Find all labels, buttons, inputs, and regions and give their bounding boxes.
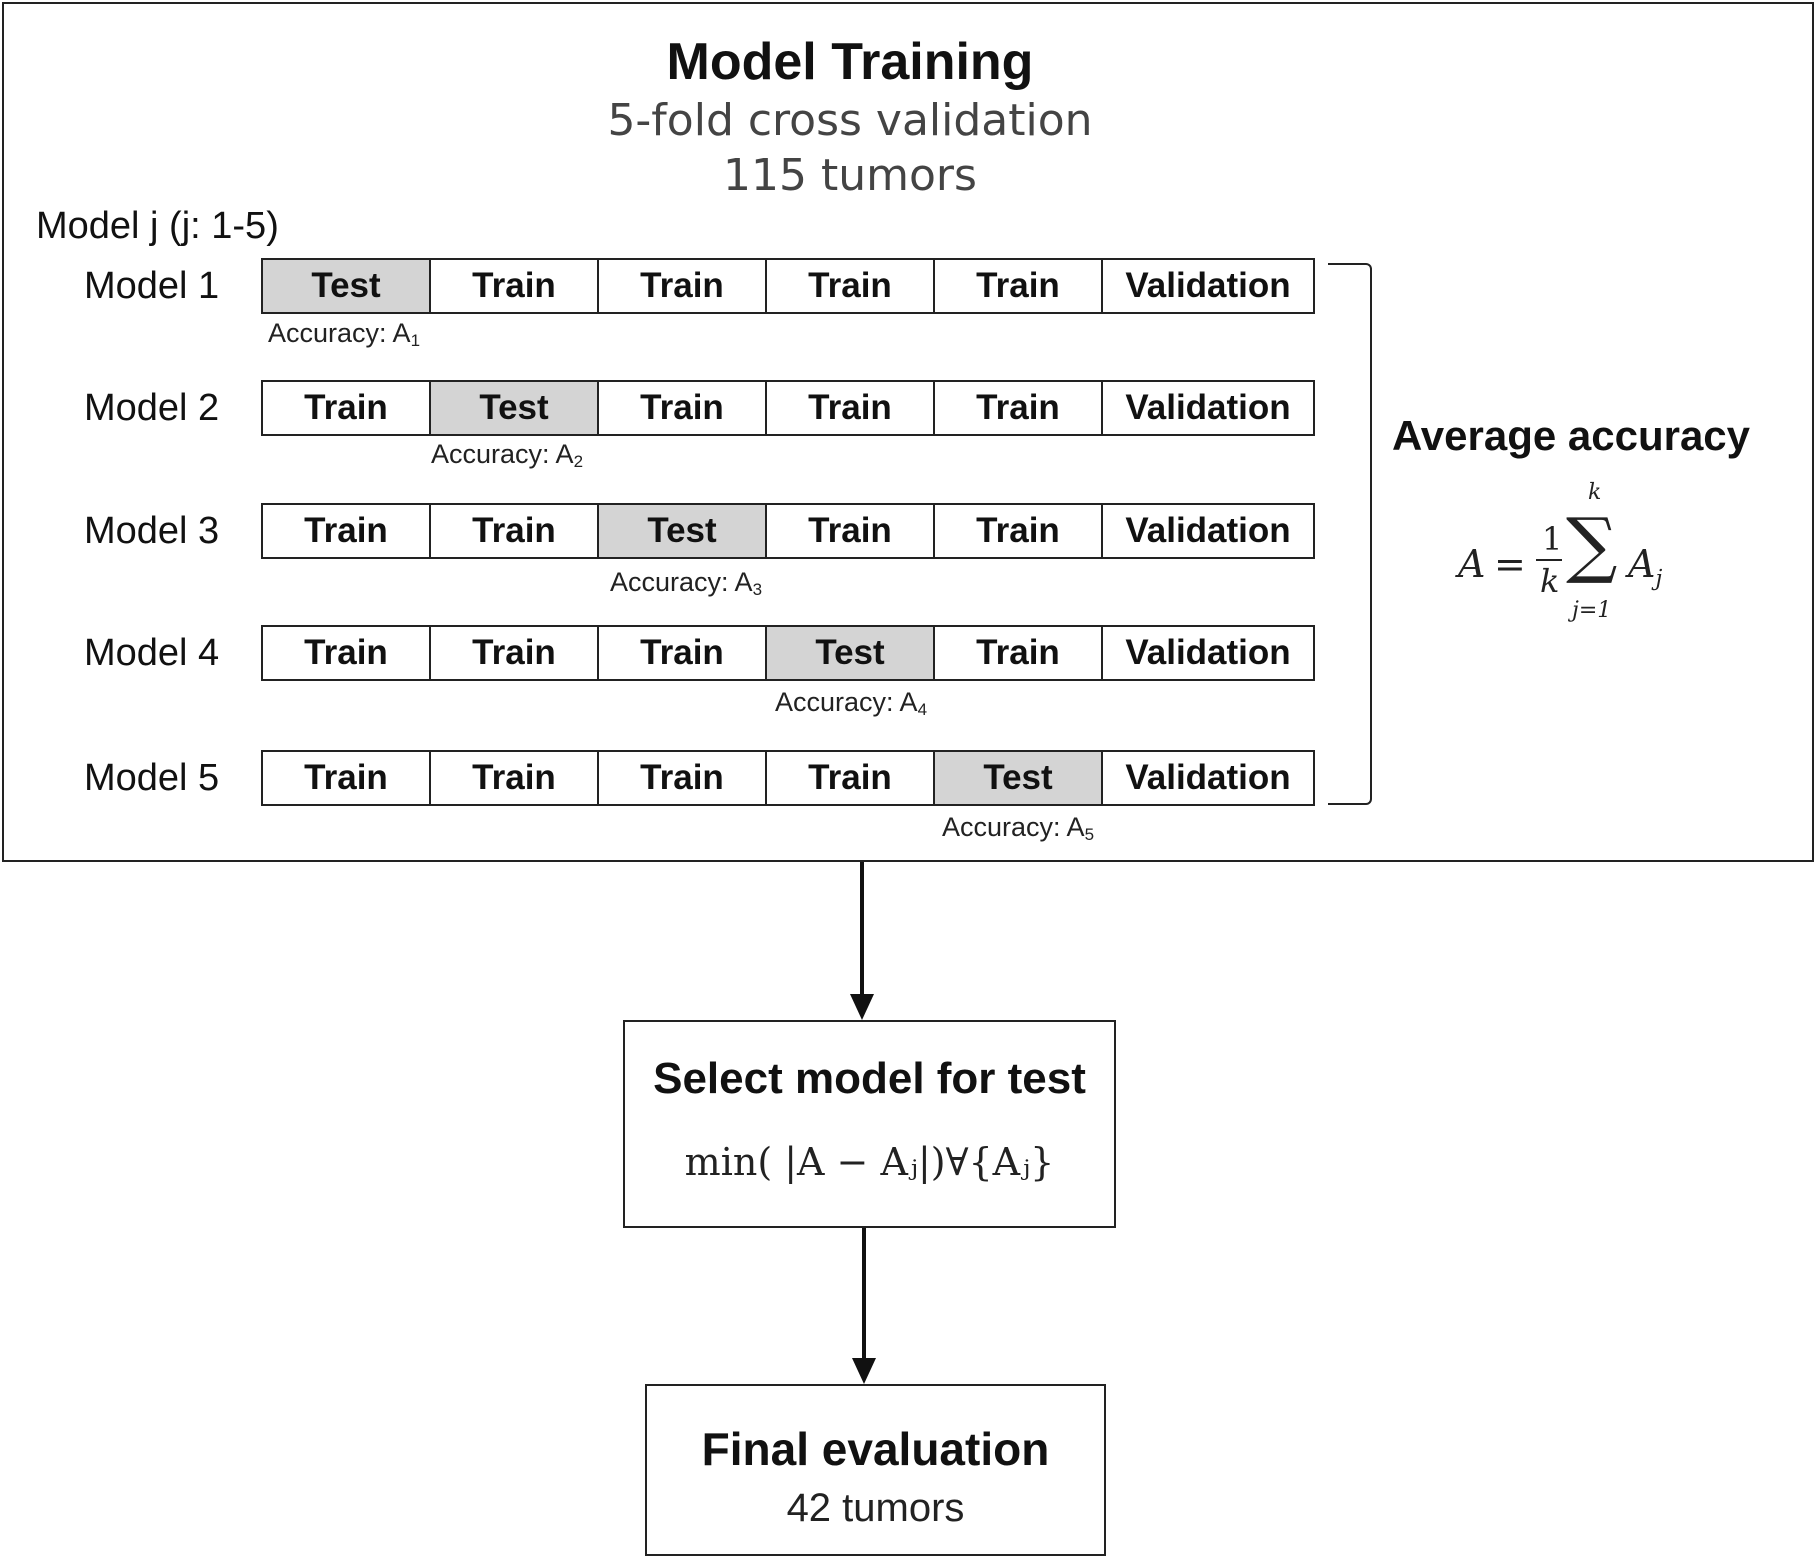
fold-row-model-3: Train Train Test Train Train Validation xyxy=(261,503,1315,559)
accuracy-label-model-3: Accuracy: A3 xyxy=(610,567,763,599)
fold-row-model-2: Train Test Train Train Train Validation xyxy=(261,380,1315,436)
cross-validation-subtitle: 5-fold cross validation xyxy=(607,95,1093,146)
arrow-head-1 xyxy=(850,994,874,1020)
fold-cell: Train xyxy=(767,260,935,312)
final-evaluation-title: Final evaluation xyxy=(701,1423,1050,1475)
accuracy-label-model-5: Accuracy: A5 xyxy=(942,812,1095,844)
fold-cell: Train xyxy=(935,382,1103,434)
row-label-model-4: Model 4 xyxy=(84,632,220,674)
fold-cell: Train xyxy=(431,752,599,804)
formula-frac-bar xyxy=(1536,559,1562,561)
fold-cell: Train xyxy=(935,505,1103,557)
fold-cell: Train xyxy=(431,260,599,312)
fold-cell: Train xyxy=(935,260,1103,312)
models-bracket xyxy=(1328,263,1372,805)
accuracy-label-model-2: Accuracy: A2 xyxy=(431,439,584,471)
fold-cell: Train xyxy=(599,260,767,312)
accuracy-label-model-4: Accuracy: A4 xyxy=(775,687,928,719)
final-tumor-count: 42 tumors xyxy=(786,1486,965,1530)
fold-cell: Validation xyxy=(1125,511,1291,550)
average-accuracy-formula: A = 1 k k ∑ j=1 Aj xyxy=(1450,480,1710,638)
fold-cell: Train xyxy=(431,505,599,557)
fold-cell: Test xyxy=(263,260,431,312)
select-model-title: Select model for test xyxy=(653,1054,1086,1103)
fold-cell: Train xyxy=(263,752,431,804)
formula-term: Aj xyxy=(1628,542,1663,592)
fold-cell: Train xyxy=(263,382,431,434)
accuracy-label-model-1: Accuracy: A1 xyxy=(268,318,421,350)
arrow-shaft-1 xyxy=(860,862,864,996)
fold-cell: Train xyxy=(599,382,767,434)
row-label-model-1: Model 1 xyxy=(84,265,220,307)
formula-lhs: A xyxy=(1458,542,1486,586)
fold-cell: Train xyxy=(431,627,599,679)
fold-cell: Validation xyxy=(1125,388,1291,427)
fold-cell: Train xyxy=(935,627,1103,679)
fold-cell: Train xyxy=(263,505,431,557)
fold-row-model-1: Test Train Train Train Train Validation xyxy=(261,258,1315,314)
final-evaluation-box: Final evaluation 42 tumors xyxy=(645,1384,1106,1556)
fold-row-model-5: Train Train Train Train Test Validation xyxy=(261,750,1315,806)
fold-row-model-4: Train Train Train Test Train Validation xyxy=(261,625,1315,681)
arrow-head-2 xyxy=(852,1358,876,1384)
fold-cell: Validation xyxy=(1125,633,1291,672)
row-label-model-2: Model 2 xyxy=(84,387,220,429)
select-model-formula: min( |A − Aⱼ|)∀{Aⱼ} xyxy=(684,1140,1055,1184)
model-j-label: Model j (j: 1-5) xyxy=(36,205,279,247)
fold-cell: Train xyxy=(599,627,767,679)
fold-cell: Train xyxy=(767,505,935,557)
formula-equals: = xyxy=(1494,542,1526,586)
formula-sum-lower: j=1 xyxy=(1572,598,1612,623)
formula-sum-symbol: ∑ xyxy=(1566,502,1618,586)
fold-cell: Validation xyxy=(1125,758,1291,797)
row-label-model-3: Model 3 xyxy=(84,510,220,552)
fold-cell: Train xyxy=(767,752,935,804)
fold-cell: Test xyxy=(599,505,767,557)
average-accuracy-title: Average accuracy xyxy=(1392,412,1751,459)
arrow-shaft-2 xyxy=(862,1228,866,1360)
formula-frac-denominator: k xyxy=(1540,562,1560,600)
model-training-title: Model Training xyxy=(666,33,1034,91)
fold-cell: Test xyxy=(431,382,599,434)
training-tumor-count: 115 tumors xyxy=(723,150,977,201)
fold-cell: Train xyxy=(263,627,431,679)
select-model-box: Select model for test min( |A − Aⱼ|)∀{Aⱼ… xyxy=(623,1020,1116,1228)
formula-sum-upper: k xyxy=(1588,480,1602,505)
fold-cell: Test xyxy=(767,627,935,679)
fold-cell: Train xyxy=(599,752,767,804)
fold-cell: Test xyxy=(935,752,1103,804)
model-training-panel xyxy=(2,2,1814,862)
fold-cell: Validation xyxy=(1125,266,1291,305)
fold-cell: Train xyxy=(767,382,935,434)
row-label-model-5: Model 5 xyxy=(84,757,220,799)
formula-frac-numerator: 1 xyxy=(1542,520,1563,558)
